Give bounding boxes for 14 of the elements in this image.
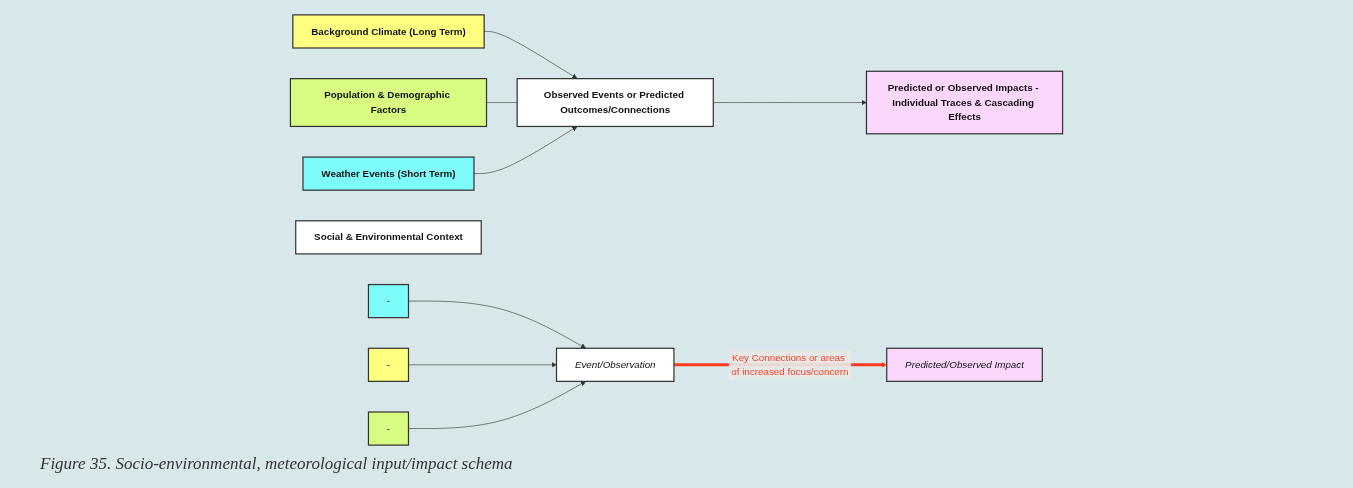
node-box: - — [367, 283, 410, 319]
node-box: Weather Events (Short Term) — [302, 156, 475, 191]
figure-caption: Figure 35. Socio-environmental, meteorological input/impact schema — [40, 454, 514, 474]
node-box: Social & Environmental Context — [295, 220, 482, 255]
connector — [486, 102, 518, 103]
node-box: Predicted/Observed Impact — [886, 347, 1043, 382]
node-box: Event/Observation — [555, 347, 675, 382]
node-box: Predicted or Observed Impacts - Individual Traces & Cascading Effects — [865, 70, 1064, 135]
node-box: - — [367, 411, 410, 446]
node-box: Observed Events or Predicted Outcomes/Connections — [516, 78, 714, 128]
node-box: Background Climate (Long Term) — [292, 14, 485, 49]
edge-label: Key Connections or areas of increased focus/concern — [731, 351, 849, 378]
node-box: - — [367, 347, 410, 382]
node-box: Population & Demographic Factors — [289, 78, 488, 128]
